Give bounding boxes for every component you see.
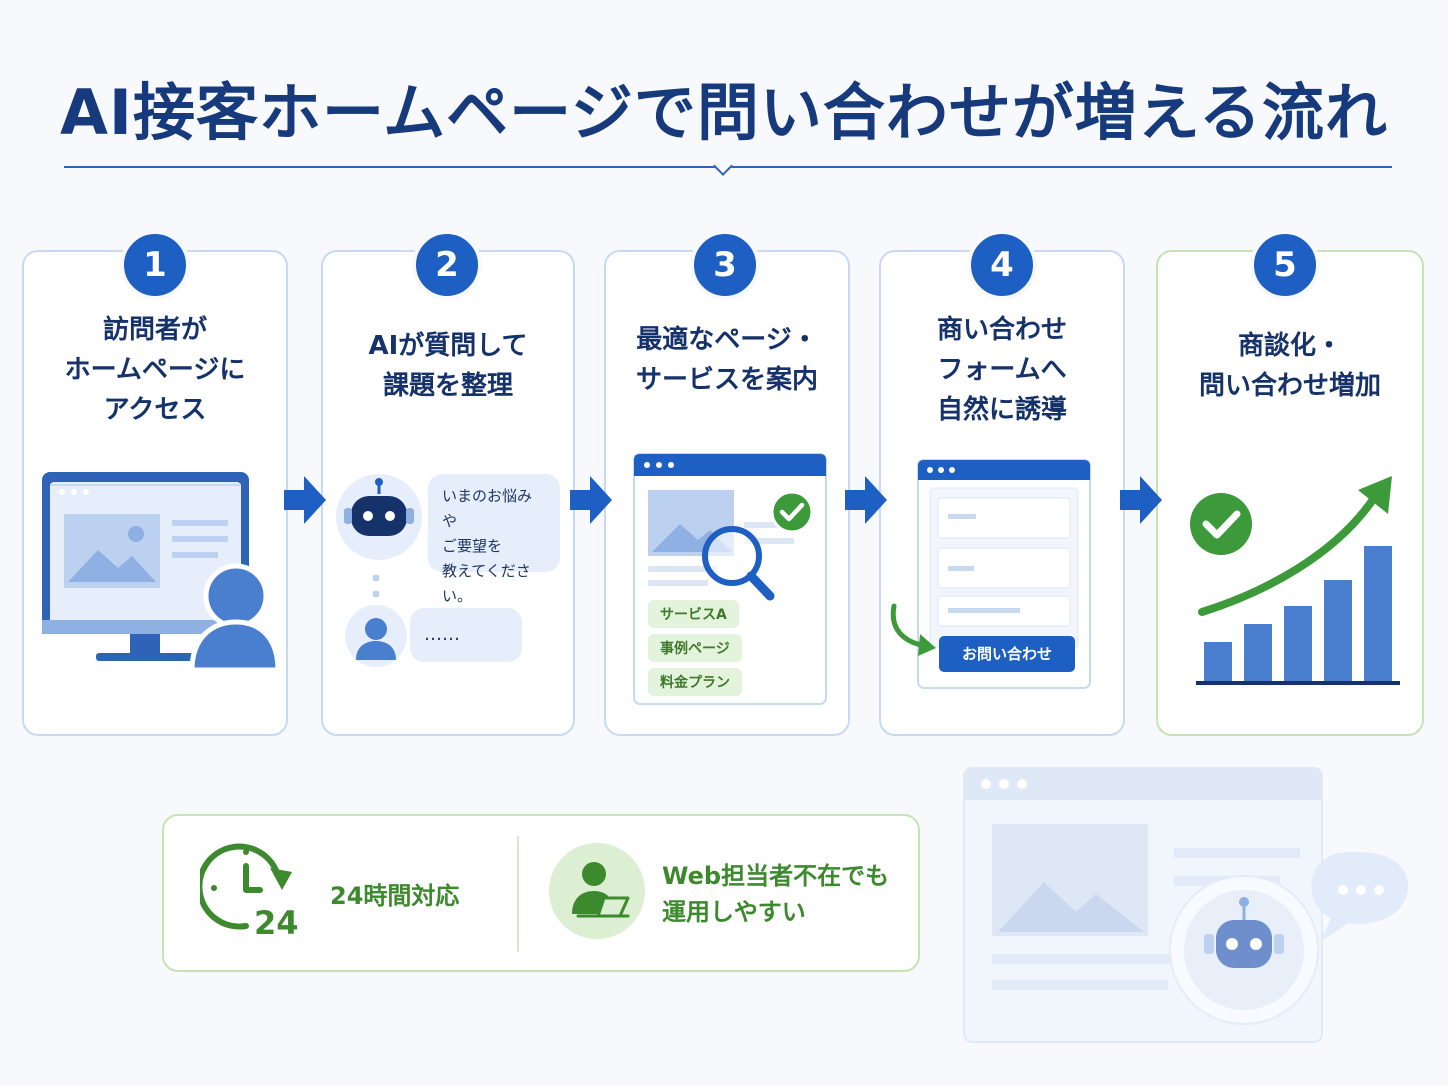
user-avatar-icon <box>345 605 407 667</box>
guide-tag: 事例ページ <box>648 634 742 662</box>
feature-line: Web担当者不在でも <box>662 862 890 890</box>
decorative-browser-robot <box>963 767 1408 1043</box>
step-label-line: アクセス <box>103 395 207 425</box>
step-label-line: フォームへ <box>937 355 1067 385</box>
step-label: 訪問者が ホームページに アクセス <box>22 310 288 430</box>
growth-chart-illustration <box>1190 476 1400 685</box>
title-divider-notch <box>713 156 733 176</box>
step-label-line: 商談化・ <box>1237 331 1342 361</box>
feature-divider <box>517 836 519 952</box>
step-label: AIが質問して 課題を整理 <box>321 326 575 406</box>
step-label-line: AIが質問して <box>368 331 528 361</box>
step-label-line: サービスを案内 <box>635 365 818 395</box>
step-number-badge: 2 <box>412 230 482 300</box>
arrow-right-icon <box>845 476 887 524</box>
user-reply-text: …… <box>424 624 460 645</box>
chat-line: ご要望を <box>442 537 503 555</box>
monitor-visitor-illustration <box>42 472 280 673</box>
step-label-line: 商い合わせ <box>936 315 1067 345</box>
step-label-line: ホームページに <box>64 355 246 385</box>
ai-chat-bubble: いまのお悩みや ご要望を 教えてください。 <box>428 474 560 605</box>
feature-box <box>162 814 920 972</box>
guide-tag: 料金プラン <box>648 668 742 696</box>
clock-24-icon: 24 <box>200 843 299 940</box>
step-label-line: 最適なページ・ <box>636 325 818 355</box>
guide-tag: サービスA <box>648 600 739 628</box>
feature-text: 24時間対応 <box>330 878 459 914</box>
feature-line: 運用しやすい <box>662 898 806 926</box>
step-label: 最適なページ・ サービスを案内 <box>604 320 850 400</box>
step-number-badge: 4 <box>967 230 1037 300</box>
ai-robot-icon <box>336 474 422 560</box>
person-laptop-icon <box>549 843 645 939</box>
chat-line: 教えてください。 <box>442 562 531 605</box>
page-title: AI接客ホームページで問い合わせが増える流れ <box>59 76 1389 149</box>
step-number-badge: 1 <box>120 230 190 300</box>
inquiry-form-illustration <box>917 459 1091 689</box>
step-label: 商談化・ 問い合わせ増加 <box>1156 326 1424 406</box>
step-label: 商い合わせ フォームへ 自然に誘導 <box>879 310 1125 430</box>
inquiry-button[interactable]: お問い合わせ <box>939 636 1075 672</box>
feature-line: 24時間対応 <box>330 882 460 910</box>
step-label-line: 自然に誘導 <box>936 395 1067 425</box>
arrow-right-icon <box>1120 476 1162 524</box>
arrow-right-icon <box>570 476 612 524</box>
user-chat-bubble: …… <box>410 608 522 662</box>
feature-text: Web担当者不在でも 運用しやすい <box>662 858 889 930</box>
step-number-badge: 5 <box>1250 230 1320 300</box>
curved-arrow-icon <box>890 603 936 656</box>
clock-24-number: 24 <box>254 904 299 940</box>
step-label-line: 課題を整理 <box>382 371 513 401</box>
arrow-right-icon <box>284 476 326 524</box>
chat-line: いまのお悩みや <box>442 487 533 530</box>
chat-connector-dots <box>372 574 380 598</box>
step-label-line: 問い合わせ増加 <box>1198 371 1381 401</box>
step-label-line: 訪問者が <box>102 315 207 345</box>
step-number-badge: 3 <box>690 230 760 300</box>
